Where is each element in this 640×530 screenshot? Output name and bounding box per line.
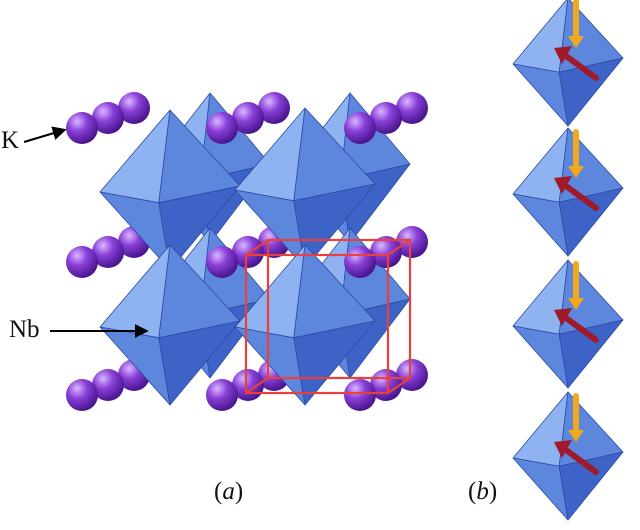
red-arrowhead	[554, 440, 572, 458]
potassium-atom-chain	[66, 226, 150, 278]
chain-octahedron	[512, 0, 624, 127]
niobium-octahedron	[99, 244, 241, 406]
potassium-atom-chain	[66, 92, 150, 144]
niobium-octahedron	[234, 244, 376, 406]
panel-b-octahedron-chain	[512, 0, 624, 521]
unit-cell-box	[244, 238, 412, 395]
red-arrowhead	[554, 308, 572, 326]
orange-arrowhead	[568, 298, 584, 310]
caption-a: (a)	[214, 478, 244, 505]
niobium-octahedron	[234, 107, 376, 269]
orange-arrowhead	[568, 36, 584, 48]
chain-octahedron	[512, 391, 624, 521]
orange-arrowhead	[568, 166, 584, 178]
potassium-atom-chain	[344, 92, 428, 144]
orange-arrowhead	[568, 430, 584, 442]
potassium-atom-chain	[206, 226, 290, 278]
niobium-octahedron	[99, 109, 241, 271]
panel-a-structure	[66, 92, 428, 411]
k-label: K	[1, 127, 20, 154]
k-pointer-arrow	[23, 126, 67, 143]
caption-b: (b)	[468, 478, 498, 505]
red-arrow	[563, 53, 599, 81]
red-arrow	[563, 315, 599, 343]
chain-octahedron	[512, 259, 624, 389]
chain-octahedron	[512, 127, 624, 257]
red-arrowhead	[554, 46, 572, 64]
red-arrow	[563, 183, 599, 211]
potassium-atom-chain	[206, 92, 290, 144]
red-arrow	[563, 447, 599, 475]
nb-label: Nb	[9, 316, 40, 343]
red-arrowhead	[554, 176, 572, 194]
